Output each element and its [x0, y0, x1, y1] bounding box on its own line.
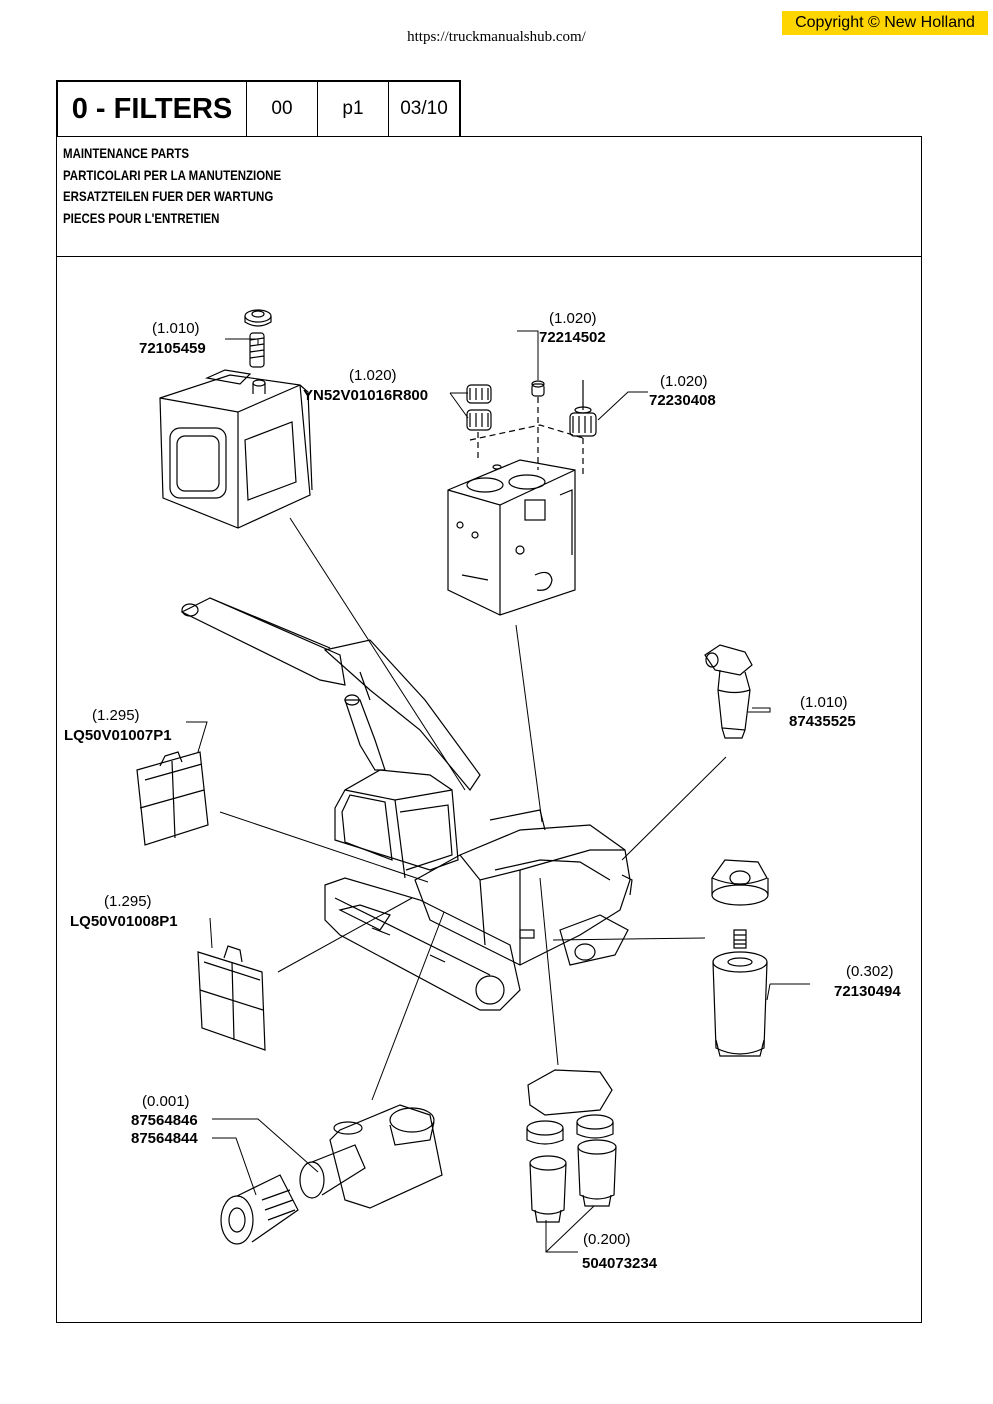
page-code: p1	[318, 82, 389, 136]
callout-87564846-ref: (0.001)	[142, 1093, 190, 1110]
revision-date: 03/10	[400, 98, 448, 119]
cab-housing-illustration	[159, 369, 313, 529]
air-filter-illustration	[220, 1104, 443, 1245]
callout-72214502-ref: (1.020)	[549, 310, 597, 327]
desc-line-fr: PIECES POUR L'ENTRETIEN	[63, 209, 220, 226]
desc-line-it: PARTICOLARI PER LA MANUTENZIONE	[63, 166, 282, 183]
callout-504073234-ref: (0.200)	[583, 1231, 631, 1248]
callout-87435525-part: 87435525	[789, 713, 856, 730]
callout-lq50-7-ref: (1.295)	[92, 707, 140, 724]
callout-lq50-8-part: LQ50V01008P1	[70, 913, 178, 930]
valve-block-illustration	[447, 459, 576, 616]
callout-72214502-part: 72214502	[539, 329, 606, 346]
leader-lines	[186, 330, 810, 1253]
cab-air-filter-2-illustration	[197, 945, 266, 1051]
engine-oil-filter-illustration	[711, 859, 769, 1057]
callout-87564844-part: 87564844	[131, 1130, 198, 1147]
cab-air-filter-1-illustration	[136, 751, 209, 846]
callout-lq50-7-part: LQ50V01007P1	[64, 727, 172, 744]
callout-yn52-ref: (1.020)	[349, 367, 397, 384]
callout-87564846-part: 87564846	[131, 1112, 198, 1129]
content-frame: MAINTENANCE PARTS PARTICOLARI PER LA MAN…	[56, 136, 922, 1323]
callout-yn52-part: YN52V01016R800	[303, 387, 428, 404]
page-header-table: 0 - FILTERS 00 p1 03/10	[56, 80, 461, 136]
breather-filter-illustration	[244, 309, 272, 368]
callout-504073234-part: 504073234	[582, 1255, 658, 1272]
fuel-filter-illustration	[526, 1069, 617, 1223]
section-title: 0 - FILTERS	[58, 82, 247, 136]
description-block: MAINTENANCE PARTS PARTICOLARI PER LA MAN…	[57, 137, 921, 257]
group-code: 00	[247, 82, 318, 136]
desc-line-de: ERSATZTEILEN FUER DER WARTUNG	[63, 188, 274, 204]
pilot-filter-illustration	[704, 644, 753, 739]
source-url: https://truckmanualshub.com/	[407, 29, 586, 45]
callout-72130494-ref: (0.302)	[846, 963, 894, 980]
callout-72230408-part: 72230408	[649, 392, 716, 409]
callout-72230408-ref: (1.020)	[660, 373, 708, 390]
callout-lq50-8-ref: (1.295)	[104, 893, 152, 910]
callout-72105459-ref: (1.010)	[152, 320, 200, 337]
callout-72130494-part: 72130494	[834, 983, 901, 1000]
copyright-banner: Copyright © New Holland	[782, 11, 988, 35]
valve-filter-elements-illustration	[466, 380, 597, 437]
assembly-guide-lines	[469, 397, 584, 476]
callout-87435525-ref: (1.010)	[800, 694, 848, 711]
desc-line-en: MAINTENANCE PARTS	[63, 145, 190, 161]
excavator-illustration	[180, 597, 633, 1011]
callout-72105459-part: 72105459	[139, 340, 206, 357]
